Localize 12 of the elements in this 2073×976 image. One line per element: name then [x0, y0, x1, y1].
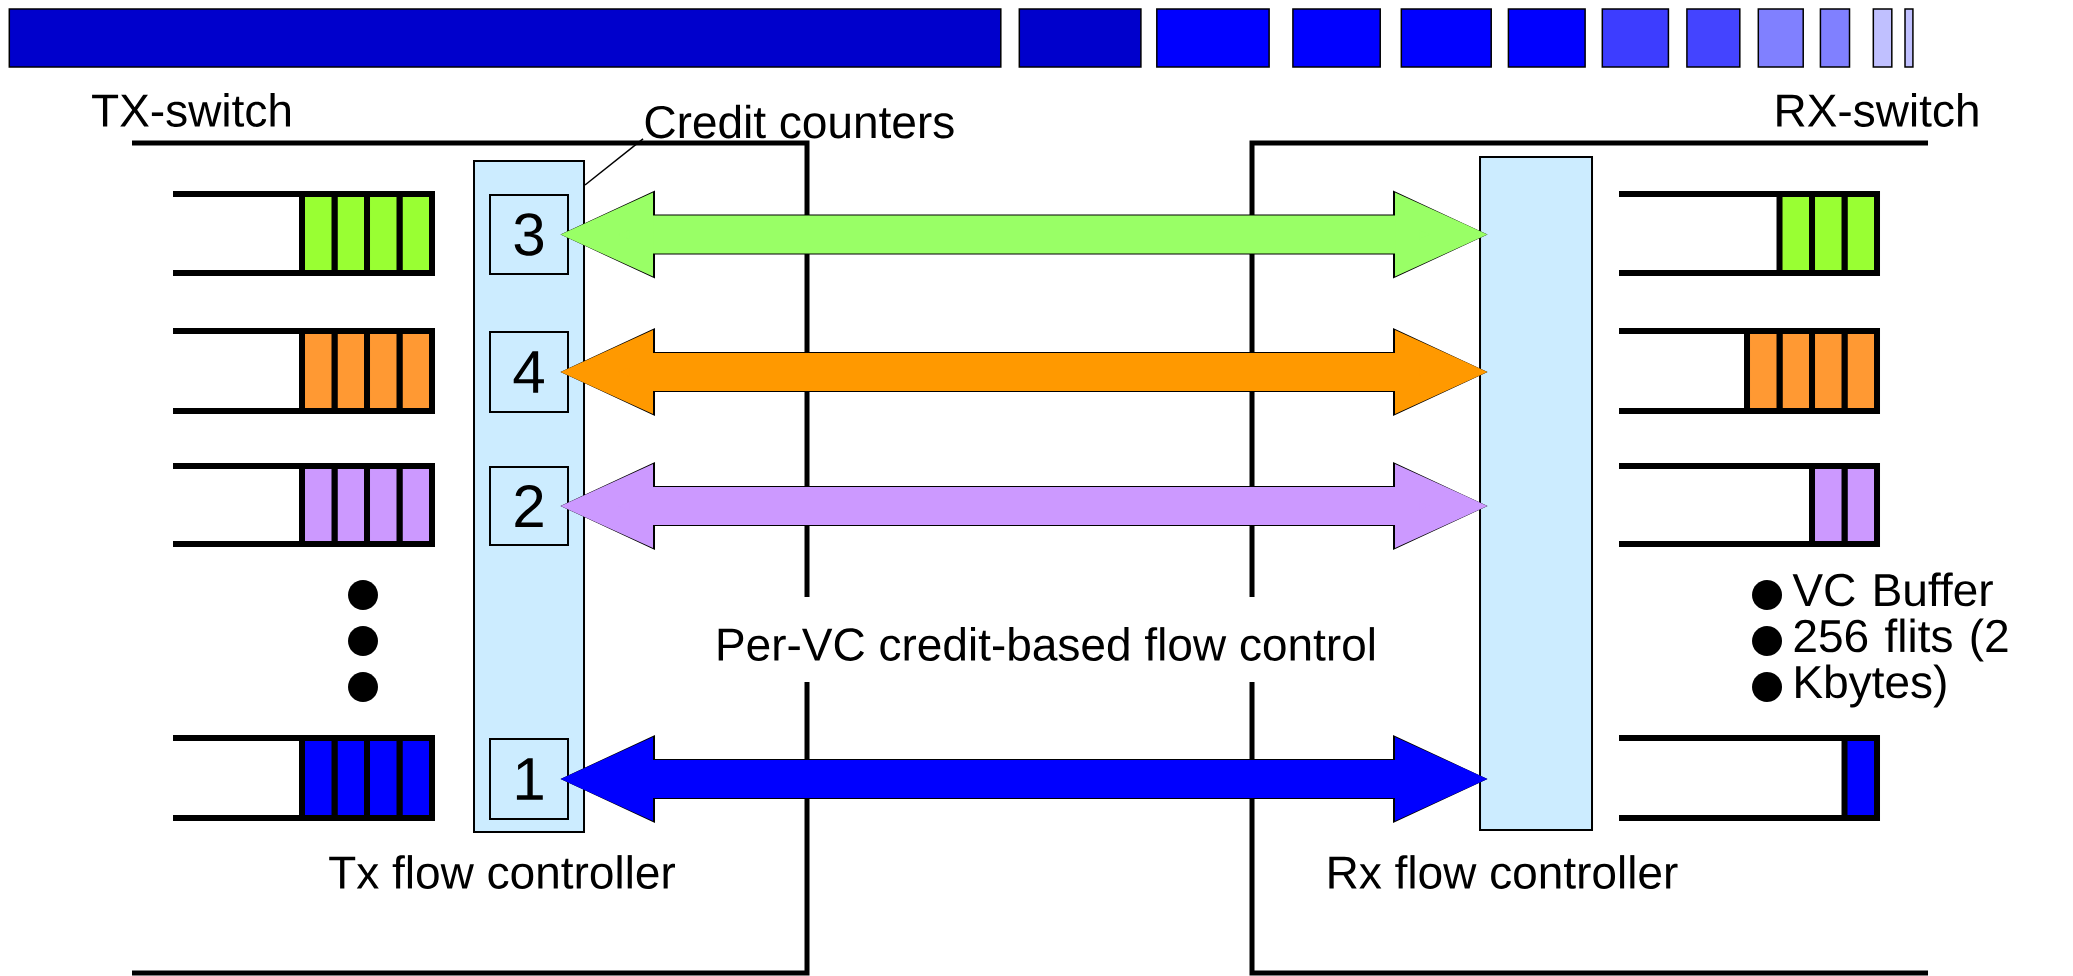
node-label: Rx flow controller	[1329, 855, 1678, 889]
counter-box: 4	[489, 331, 569, 413]
counter-box: 1	[489, 738, 569, 820]
label-text: Per-VC credit-based flow control	[718, 627, 1374, 661]
leader-line	[584, 138, 644, 186]
counter-box: 2	[489, 466, 569, 546]
label-text: RX-switch	[1777, 93, 1978, 127]
label-text: VC Buffer 256 flits (2 Kbytes)	[1792, 572, 2008, 708]
counter-box: 3	[489, 194, 569, 275]
node-label: Tx flow controller	[329, 855, 675, 889]
label-text: TX-switch	[92, 93, 290, 127]
callout-text: Credit counters	[645, 104, 954, 139]
